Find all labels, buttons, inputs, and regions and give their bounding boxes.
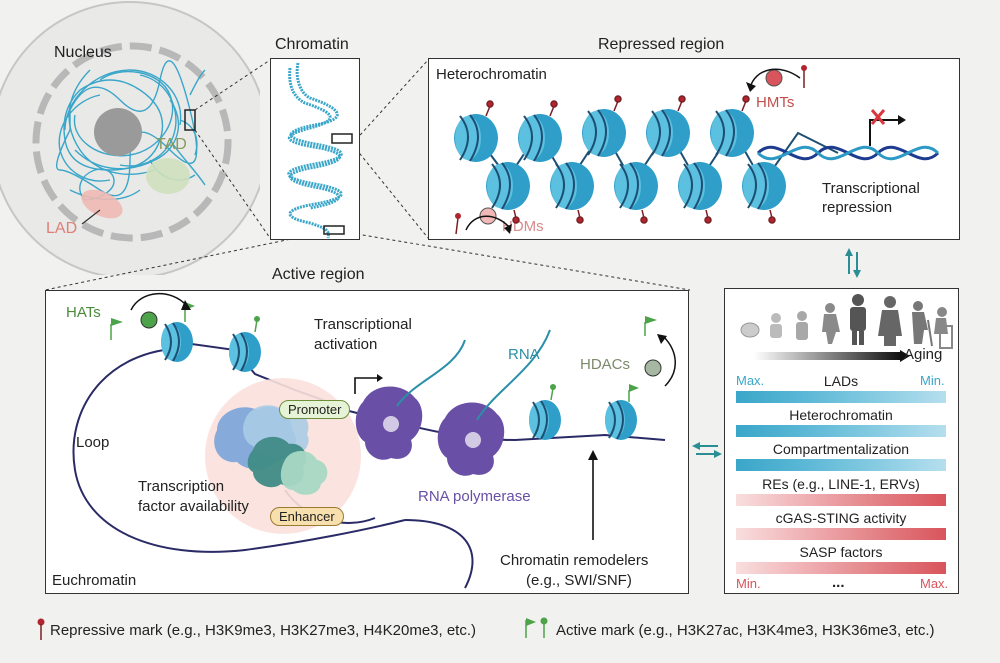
exchange-arrow-horizontal (692, 442, 722, 458)
repressive-marks (485, 95, 776, 224)
bottom-max-label: Max. (920, 576, 949, 591)
nucleus-illustration (0, 1, 260, 275)
chromatin-remodelers-line1: Chromatin remodelers (500, 552, 649, 569)
top-max-label: Min. (920, 373, 945, 388)
repressive-mark-icon (37, 618, 45, 640)
zoom-box-euchromatin (323, 225, 345, 235)
nucleolus (94, 108, 142, 156)
zoom-box-heterochromatin (331, 133, 353, 144)
nucleosomes-euchromatin (161, 322, 637, 440)
tad-label: TAD (156, 136, 187, 153)
active-mark-icon (525, 617, 548, 638)
tf-blob-green (280, 451, 328, 495)
legend-repressive: Repressive mark (e.g., H3K9me3, H3K27me3… (50, 622, 477, 639)
hdac-enzyme (644, 359, 662, 377)
active-title: Active region (272, 266, 365, 283)
marker-label-res: REs (e.g., LINE-1, ERVs) (762, 476, 920, 492)
heterochromatin-illustration (454, 65, 940, 235)
rna-polymerase-label: RNA polymerase (418, 488, 531, 505)
loop-label: Loop (76, 434, 110, 451)
nucleus-title: Nucleus (54, 44, 112, 61)
marker-label-lads: LADs (823, 373, 859, 389)
marker-label-heterochromatin: Heterochromatin (789, 407, 893, 423)
bottom-min-label: Min. (736, 576, 761, 591)
transcriptional-repression-line1: Transcriptional (822, 180, 920, 197)
heterochromatin-label: Heterochromatin (436, 66, 547, 83)
chromatin-title: Chromatin (275, 36, 349, 53)
aging-label: Aging (904, 346, 943, 363)
hdms-label: HDMs (502, 218, 544, 235)
marker-label-compartmentalization: Compartmentalization (772, 441, 910, 457)
zoom-box-nucleus (184, 109, 196, 131)
marker-label-sasp: SASP factors (799, 544, 883, 560)
marker-bar-sasp (736, 562, 946, 574)
marker-label-cgas-sting: cGAS-STING activity (775, 510, 907, 526)
hdacs-label: HDACs (580, 356, 631, 373)
chromatin-fibers (56, 60, 206, 201)
top-min-label: Max. (736, 373, 765, 388)
repressed-title: Repressed region (598, 36, 725, 53)
rna-label: RNA (508, 346, 540, 363)
hat-enzyme (140, 311, 158, 329)
marker-bar-lads (736, 391, 946, 403)
nuclear-envelope (32, 42, 232, 242)
aging-figures (740, 294, 953, 349)
legend-active: Active mark (e.g., H3K27ac, H3K4me3, H3K… (556, 622, 935, 639)
nucleosomes-heterochromatin (454, 109, 786, 210)
euchromatin-label: Euchromatin (52, 572, 137, 589)
tf-label-line1: Transcription (138, 478, 225, 495)
rna-polymerase-1 (355, 386, 423, 460)
hats-label: HATs (66, 304, 101, 321)
tad-domain (146, 158, 190, 194)
transcriptional-activation-line1: Transcriptional (314, 316, 412, 333)
rna-polymerase-2 (437, 402, 505, 476)
ellipsis: ... (832, 574, 845, 591)
transcriptional-repression-line2: repression (822, 199, 893, 216)
chromatin-coil (287, 62, 353, 239)
tf-label-line2: factor availability (138, 498, 249, 515)
marker-bar-cgas-sting (736, 528, 946, 540)
exchange-arrow-vertical (845, 248, 861, 278)
marker-bar-compartmentalization (736, 459, 946, 471)
hmt-enzyme (765, 69, 783, 87)
chromatin-box (270, 58, 360, 240)
lad-domain (81, 189, 123, 219)
transcriptional-activation-line2: activation (314, 336, 378, 353)
marker-bar-res (736, 494, 946, 506)
aging-arrow (754, 350, 910, 362)
hmts-label: HMTs (756, 94, 795, 111)
marker-bar-heterochromatin (736, 425, 946, 437)
promoter-pill: Promoter (279, 400, 351, 419)
lad-label: LAD (46, 220, 78, 237)
chromatin-remodelers-line2: (e.g., SWI/SNF) (526, 572, 632, 589)
enhancer-pill: Enhancer (270, 507, 344, 526)
